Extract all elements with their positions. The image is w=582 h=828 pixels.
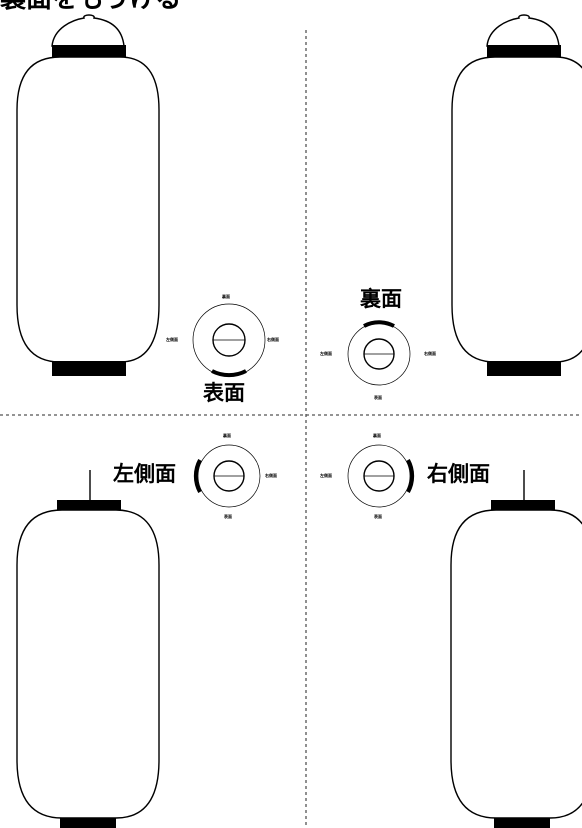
lantern-cap [51,14,125,47]
page-title: 裏面をもうける [0,0,181,12]
lantern-top-band [57,500,121,511]
lantern-bottom-left [16,470,160,828]
lantern-body [450,509,582,819]
orientation-dial-right [347,444,415,508]
dial-highlight-arc-front [211,369,247,378]
lantern-bottom-band [60,818,116,828]
lantern-body [16,56,160,363]
side-label-back: 裏面 [360,287,402,311]
lantern-bottom-right [450,470,582,828]
lantern-bottom-band [52,361,126,376]
dial-label-left: 左側面 [320,473,332,478]
dial-label-front: 表面 [224,514,232,519]
dial-label-back: 裏面 [222,294,230,299]
lantern-top-right [451,14,582,376]
side-label-right: 右側面 [427,462,490,486]
dial-highlight-arc-left [193,459,202,493]
lantern-bottom-band [494,818,550,828]
lantern-top-band [52,45,126,58]
lantern-top-left [16,14,160,376]
orientation-dial-left [193,444,261,508]
lantern-top-band [491,500,555,511]
dial-outer-ring [347,444,411,508]
dial-highlight-arc-right [406,459,415,493]
dial-highlight-arc-back [363,320,395,328]
lantern-body [16,509,160,819]
dial-label-back: 裏面 [373,433,381,438]
dial-label-left: 左側面 [166,337,178,342]
lantern-cap [486,14,560,47]
dial-label-right: 右側面 [267,337,279,342]
dial-label-left: 左側面 [320,351,332,356]
lantern-top-band [487,45,561,58]
side-label-left: 左側面 [113,462,176,486]
orientation-dial-front [192,303,266,378]
orientation-dial-back [347,320,411,386]
dial-label-right: 右側面 [424,351,436,356]
side-label-front: 表面 [203,381,245,405]
dial-label-right: 右側面 [265,473,277,478]
dial-outer-ring [197,444,261,508]
dial-label-front: 表面 [374,514,382,519]
dial-label-front: 表面 [374,395,382,400]
lantern-body [451,56,582,363]
lantern-bottom-band [487,361,561,376]
dial-label-back: 裏面 [223,433,231,438]
